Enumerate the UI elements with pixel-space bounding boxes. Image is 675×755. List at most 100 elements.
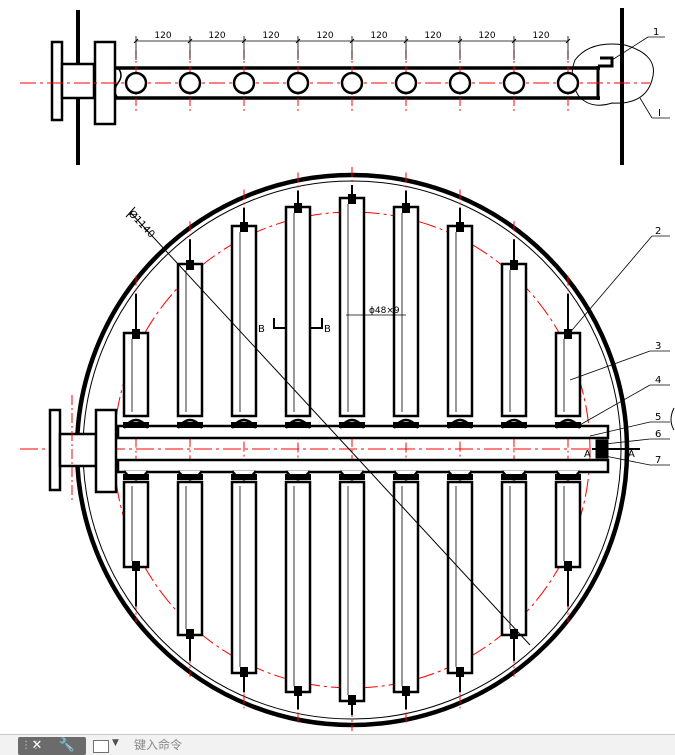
wrench-icon[interactable]: 🔧 [58,738,76,753]
diameter-label: Ø1140 [126,208,158,241]
leader-I [639,97,653,119]
upper-branch-cap [240,222,248,232]
lower-branch-weld [285,474,311,480]
dim-ticks [133,36,571,60]
plan-flange-plate-2 [94,408,118,494]
section-b-label-right: B [324,324,331,335]
callout-I: I [658,108,661,119]
upper-branch-weld [231,422,257,428]
lower-branch-tube [284,480,312,694]
callout-7: 7 [655,455,661,466]
section-b-mark-left [273,318,286,329]
lower-branch-weld [231,474,257,480]
top-hole [502,71,526,95]
lower-branch-tube [338,480,366,703]
upper-branch-weld [285,422,311,428]
top-hole [556,71,580,95]
upper-branch-weld [177,422,203,428]
dim-text-2: 120 [208,31,225,41]
dim-tick [457,38,463,44]
plan-flange-hub [58,432,98,468]
upper-branch-tube [554,331,582,418]
dim-tick [133,38,139,44]
command-line-toolbar: ⋮⋮ ✕ 🔧 [18,737,86,755]
upper-branch-weld [123,422,149,428]
top-pipe-end [596,56,614,100]
lower-branch-weld [177,474,203,480]
lower-branch-tube [122,480,150,569]
chevron-down-icon[interactable]: ▼ [112,738,119,748]
upper-branch-cap [186,260,194,270]
leader-3 [569,350,651,381]
dim-tick [349,38,355,44]
dim-tick [565,38,571,44]
top-flange-hub [60,62,96,100]
leader-1 [611,36,649,61]
lower-branch-tube [230,480,258,675]
dim-text-4: 120 [316,31,333,41]
dim-text-5: 120 [370,31,387,41]
header-pipe-lower [116,458,610,474]
upper-branch-weld [339,422,365,428]
leader-4 [577,384,651,427]
callout-4: 4 [655,375,661,386]
right-outer-mark [670,407,675,431]
lower-branch-cap [456,667,464,677]
command-prompt-icon[interactable] [93,740,109,753]
command-line-bar: ⋮⋮ ✕ 🔧 ▼ [0,734,675,755]
upper-branch-tube [500,262,528,418]
close-icon[interactable]: ✕ [31,738,43,753]
top-pipe-break [114,67,122,99]
lower-branch-weld [339,474,365,480]
top-hole [178,71,202,95]
dim-tick [241,38,247,44]
lower-branch-weld [123,474,149,480]
top-hole [286,71,310,95]
lower-branch-tube [500,480,528,637]
diameter-tick [125,206,136,218]
dim-text-1: 120 [154,31,171,41]
lower-branch-cap [294,686,302,696]
dim-text-8: 120 [532,31,549,41]
lower-branch-weld [393,474,419,480]
callout-1: 1 [653,27,659,38]
lower-branch-tube [446,480,474,675]
upper-branch-tube [392,205,420,418]
upper-branch-tube [230,224,258,418]
lower-branch-weld [447,474,473,480]
top-hole [232,71,256,95]
lower-branch-cap [240,667,248,677]
top-hole [394,71,418,95]
top-flange-plate [50,40,64,122]
cad-drawing[interactable]: 120 120 120 120 120 120 120 120 1 I [0,0,675,734]
top-hole [340,71,364,95]
dim-text-7: 120 [478,31,495,41]
plan-flange-plate [48,408,62,492]
grip-handle-icon[interactable]: ⋮⋮ [21,740,41,751]
lower-branch-tube [554,480,582,569]
top-hole-centerlines [135,50,569,112]
upper-branch-weld [447,422,473,428]
dim-tick [295,38,301,44]
lower-branch-cap [510,629,518,639]
detail-circle-I [571,43,654,106]
upper-branch-cap [564,329,572,339]
lower-branch-cap [564,561,572,571]
section-b-label-left: B [258,324,265,335]
section-a-label-right: A [628,449,635,460]
lower-branch-cap [348,695,356,705]
upper-branch-tube [176,262,204,418]
callout-5: 5 [655,412,661,423]
section-a-label-left: A [584,449,591,460]
dim-tick [187,38,193,44]
command-input[interactable] [130,736,658,753]
upper-branch-weld [555,422,581,428]
lower-branch-tube [392,480,420,694]
leader-2 [566,235,653,337]
dim-tick [511,38,517,44]
upper-branch-cap [348,194,356,204]
leader-6 [604,438,651,445]
callout-3: 3 [655,341,661,352]
dim-tick [403,38,409,44]
upper-branch-tube [446,224,474,418]
